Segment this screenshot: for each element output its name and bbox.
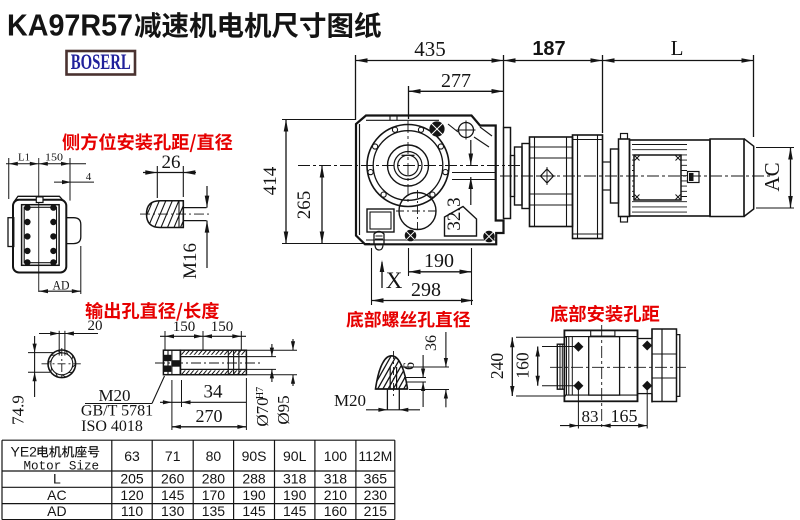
svg-text:Ø70: Ø70 bbox=[253, 397, 272, 426]
svg-text:80: 80 bbox=[206, 448, 222, 464]
svg-text:145: 145 bbox=[161, 487, 185, 503]
svg-text:KA97R57: KA97R57 bbox=[7, 8, 133, 43]
svg-text:130: 130 bbox=[161, 503, 185, 519]
svg-text:32.3: 32.3 bbox=[444, 197, 465, 230]
svg-text:AC: AC bbox=[760, 162, 784, 191]
svg-text:36: 36 bbox=[423, 335, 440, 351]
svg-text:190: 190 bbox=[283, 487, 307, 503]
svg-text:190: 190 bbox=[424, 250, 454, 272]
svg-text:318: 318 bbox=[283, 471, 307, 487]
svg-text:435: 435 bbox=[414, 37, 446, 61]
svg-text:6: 6 bbox=[401, 362, 418, 370]
svg-text:M20: M20 bbox=[98, 386, 130, 405]
svg-text:L1: L1 bbox=[18, 152, 30, 164]
svg-text:112M: 112M bbox=[358, 448, 392, 464]
svg-text:AD: AD bbox=[53, 278, 70, 293]
svg-text:170: 170 bbox=[202, 487, 226, 503]
svg-text:160: 160 bbox=[324, 503, 348, 519]
svg-text:298: 298 bbox=[411, 279, 441, 301]
svg-text:YE2: YE2 bbox=[11, 444, 38, 460]
svg-text:GB/T 5781: GB/T 5781 bbox=[81, 403, 153, 420]
svg-text:L: L bbox=[671, 36, 684, 60]
svg-text:265: 265 bbox=[294, 191, 315, 220]
svg-text:Ø95: Ø95 bbox=[274, 395, 293, 424]
svg-text:190: 190 bbox=[242, 487, 266, 503]
svg-text:414: 414 bbox=[260, 166, 281, 195]
svg-text:145: 145 bbox=[283, 503, 307, 519]
svg-text:90L: 90L bbox=[283, 448, 307, 464]
svg-text:160: 160 bbox=[513, 352, 533, 379]
svg-text:145: 145 bbox=[242, 503, 266, 519]
svg-text:34: 34 bbox=[204, 382, 224, 403]
svg-text:205: 205 bbox=[120, 471, 144, 487]
svg-text:4: 4 bbox=[86, 171, 92, 183]
svg-text:L: L bbox=[53, 471, 61, 487]
svg-text:M20: M20 bbox=[334, 391, 366, 410]
svg-text:230: 230 bbox=[364, 487, 388, 503]
svg-text:288: 288 bbox=[242, 471, 266, 487]
svg-text:110: 110 bbox=[121, 503, 144, 519]
svg-text:63: 63 bbox=[124, 448, 140, 464]
svg-text:90S: 90S bbox=[242, 448, 267, 464]
svg-text:215: 215 bbox=[364, 503, 388, 519]
svg-text:BOSERL: BOSERL bbox=[71, 49, 131, 74]
svg-text:165: 165 bbox=[611, 406, 638, 426]
svg-text:210: 210 bbox=[324, 487, 348, 503]
svg-text:260: 260 bbox=[161, 471, 185, 487]
svg-text:150: 150 bbox=[211, 319, 234, 335]
svg-text:ISO 4018: ISO 4018 bbox=[81, 418, 143, 435]
svg-text:318: 318 bbox=[324, 471, 348, 487]
svg-text:26: 26 bbox=[162, 152, 181, 173]
svg-text:74.9: 74.9 bbox=[9, 395, 28, 425]
svg-text:277: 277 bbox=[441, 70, 471, 92]
svg-text:135: 135 bbox=[202, 503, 226, 519]
svg-text:150: 150 bbox=[45, 152, 64, 164]
svg-text:187: 187 bbox=[532, 38, 565, 60]
svg-text:150: 150 bbox=[173, 319, 196, 335]
svg-text:240: 240 bbox=[487, 353, 507, 380]
svg-text:Motor Size: Motor Size bbox=[24, 459, 100, 473]
svg-text:X: X bbox=[386, 268, 403, 293]
svg-text:83: 83 bbox=[582, 407, 599, 426]
svg-text:M16: M16 bbox=[180, 243, 201, 279]
svg-text:H7: H7 bbox=[255, 387, 266, 399]
svg-text:AD: AD bbox=[47, 503, 66, 519]
svg-text:AC: AC bbox=[47, 487, 66, 503]
svg-text:20: 20 bbox=[88, 318, 103, 334]
svg-text:100: 100 bbox=[324, 448, 348, 464]
svg-text:71: 71 bbox=[165, 448, 181, 464]
svg-text:280: 280 bbox=[202, 471, 226, 487]
svg-text:120: 120 bbox=[120, 487, 144, 503]
svg-text:270: 270 bbox=[196, 406, 223, 426]
svg-text:365: 365 bbox=[364, 471, 388, 487]
